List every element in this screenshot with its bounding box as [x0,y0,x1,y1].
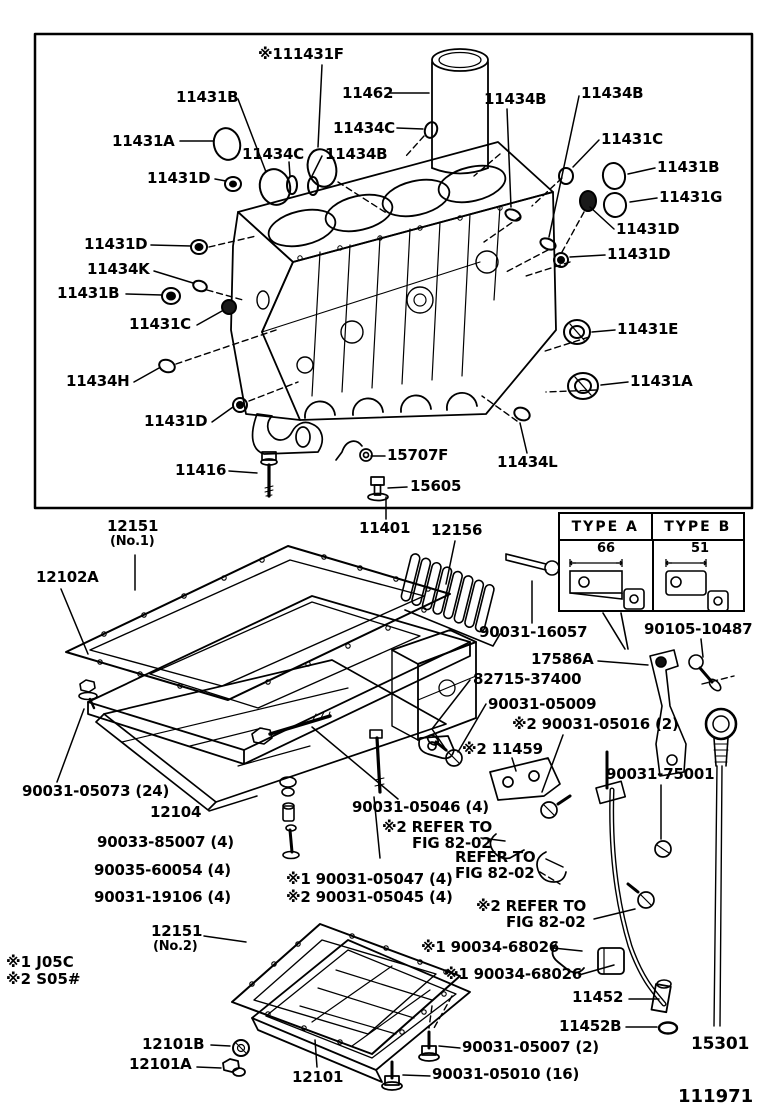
part-label: 90033-85007 (4) [97,833,234,851]
part-label: 11431D [607,245,671,263]
part-label: 11434B [325,145,388,163]
diagram-number: 111971 [678,1086,754,1107]
footnote-2: ※2 S05# [6,970,81,988]
cylinder-block-drawing [230,141,557,421]
part-label: 11434C [333,119,395,137]
part-label: 12101B [142,1035,205,1053]
part-label: 90035-60054 (4) [94,861,231,879]
part-label: 90031-05046 (4) [352,798,489,816]
part-label: ※2 11459 [462,740,543,758]
type-a-header: TYPE A [560,514,653,539]
part-label: 90031-05073 (24) [22,782,170,800]
part-label: 90031-05007 (2) [462,1038,599,1056]
ribbed-baffle-drawing [400,553,501,647]
guide-tube-drawing [551,750,679,1035]
part-label: 11401 [359,519,411,537]
oil-pan-gasket-2-drawing [231,923,461,1055]
part-label: 11416 [175,461,227,479]
part-label: 90031-05009 [488,695,597,713]
part-label: 11434B [484,90,547,108]
part-label: 11431E [617,320,679,338]
part-label: 82715-37400 [473,670,582,688]
part-label: 11452 [572,988,624,1006]
part-label: 11431A [630,372,693,390]
part-label: 11434K [87,260,150,278]
part-label: ※111431F [258,45,344,63]
leader-lines [56,64,704,1077]
type-b-dimension: 51 [690,541,710,556]
clamp-and-bracket-drawings [418,734,672,909]
part-label: 11431G [659,188,723,206]
pan-bolt-drawings [78,679,385,860]
cylinder-liner-drawing [431,48,489,175]
part-label: 11434C [242,145,304,163]
part-label: 12102A [36,568,99,586]
part-label: 12101 [292,1068,344,1086]
part-label: 90031-16057 [479,623,588,641]
part-label: 11434L [497,453,558,471]
part-label: 11462 [342,84,394,102]
plug-and-seal-drawings [158,121,628,422]
type-b-header: TYPE B [664,518,732,535]
type-a-bracket-icon [569,559,645,610]
dashed-assembly-lines [175,135,735,1029]
part-label: 11431B [657,158,720,176]
type-a-dimension: 66 [596,541,616,556]
type-a-figure: 66 [560,541,654,611]
upper-section-border [33,32,754,510]
part-label: ※2 90031-05016 (2) [512,715,679,733]
part-label: 11431D [144,412,208,430]
mount-bracket-and-bolts [251,413,389,502]
part-label: ※1 90034-68026 [444,965,583,983]
part-label: 12151(No.1) [107,517,159,549]
part-label: 11431D [147,169,211,187]
oil-pan-1-drawing [87,595,477,765]
part-label: ※1 90034-68026 [421,938,560,956]
type-b-figure: 51 [654,541,746,612]
part-label: 11431C [129,315,191,333]
part-label: 90031-19106 (4) [94,888,231,906]
footnote-1: ※1 J05C [6,953,74,971]
part-label: 90105-10487 [644,620,753,638]
part-label: ※1 90031-05047 (4) [286,870,453,888]
part-label: 11434H [66,372,130,390]
part-label: 12151(No.2) [151,922,203,954]
baffle-plate-drawing [95,659,447,811]
stud-drawing [505,553,568,576]
part-label: 90031-05010 (16) [432,1065,580,1083]
part-label: 15707F [387,446,449,464]
part-label: ※2 90031-05045 (4) [286,888,453,906]
part-label: 12104 [150,803,202,821]
dipstick-drawing [704,707,738,1027]
part-label: 90031-75001 [606,765,715,783]
part-label: 11434B [581,84,644,102]
part-label: 17586A [531,650,594,668]
oil-pan-2-drawing [222,939,471,1091]
part-label: 11431B [176,88,239,106]
part-label: 15605 [410,477,462,495]
part-label: 12156 [431,521,483,539]
part-label: 11431C [601,130,663,148]
part-label: 11431B [57,284,120,302]
bracket-17586a-drawing [602,612,722,777]
part-label: 11431D [616,220,680,238]
type-comparison-table: TYPE A TYPE B 66 51 [558,512,745,612]
part-label: 12101A [129,1055,192,1073]
part-label: 11452B [559,1017,622,1035]
part-label: 11431D [84,235,148,253]
part-label: 15301 [691,1034,750,1054]
part-label: 11431A [112,132,175,150]
type-b-bracket-icon [665,559,729,612]
